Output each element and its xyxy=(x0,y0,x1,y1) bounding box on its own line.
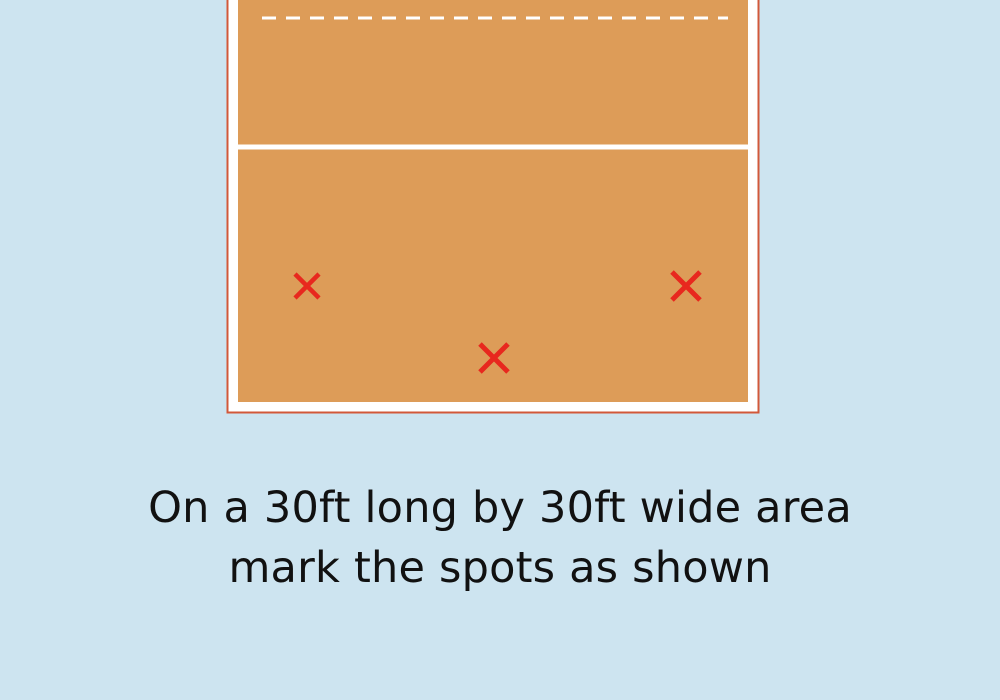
instruction-caption: On a 30ft long by 30ft wide area mark th… xyxy=(0,478,1000,598)
spot-right-icon xyxy=(670,270,702,302)
court-surface xyxy=(238,0,748,402)
caption-line-2: mark the spots as shown xyxy=(228,543,772,593)
spot-left-icon xyxy=(293,272,321,300)
caption-line-1: On a 30ft long by 30ft wide area xyxy=(148,483,852,533)
spot-center-icon xyxy=(478,342,510,374)
